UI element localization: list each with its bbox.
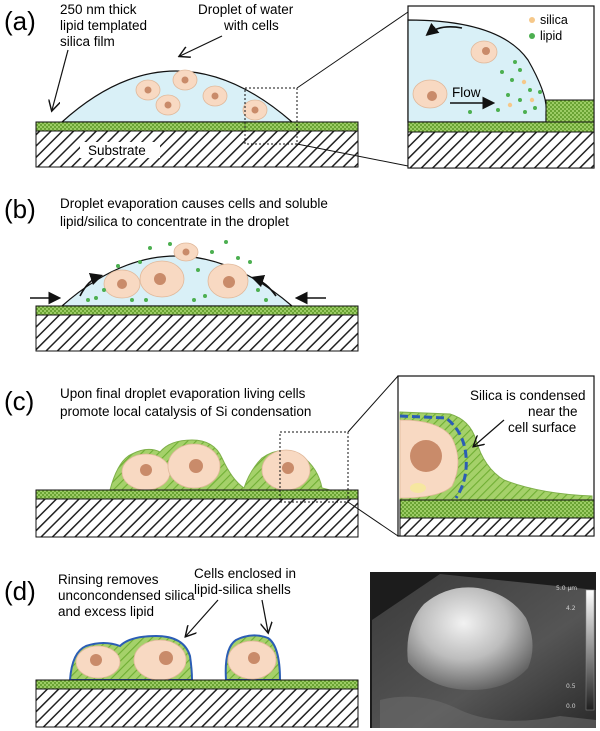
afm-image: 5.0 µm 4.2 0.5 0.0 bbox=[370, 572, 596, 728]
cell-nucleus bbox=[282, 462, 294, 474]
inset-substrate bbox=[399, 517, 595, 537]
afm-scale-3: 0.5 bbox=[566, 683, 576, 690]
afm-scale-2: 4.2 bbox=[566, 605, 576, 612]
zoom-line bbox=[296, 143, 409, 167]
panel-d: (d) Rinsing removes unconcondensed silic… bbox=[4, 566, 596, 728]
inset-c-label-line3: cell surface bbox=[508, 420, 576, 435]
panel-d-caption-line2: unconcondensed silica bbox=[58, 588, 195, 603]
cell-nucleus bbox=[223, 276, 235, 288]
cell-nucleus bbox=[159, 651, 173, 665]
legend-silica-swatch bbox=[529, 17, 535, 23]
shell-arrow-left bbox=[186, 599, 219, 636]
inset-substrate bbox=[407, 131, 595, 169]
cell-nucleus bbox=[182, 248, 190, 256]
zoom-line bbox=[347, 375, 399, 433]
film-label-line2: lipid templated bbox=[60, 18, 147, 33]
inset-c-label-line2: near the bbox=[528, 404, 578, 419]
shell-label-line1: Cells enclosed in bbox=[194, 566, 296, 581]
inset-c: Silica is condensed near the cell surfac… bbox=[397, 375, 595, 537]
panel-b-caption-line1: Droplet evaporation causes cells and sol… bbox=[60, 196, 328, 211]
droplet-label-line2: with cells bbox=[223, 18, 279, 33]
afm-scale-top: 5.0 µm bbox=[556, 585, 577, 592]
inset-a: Flow silica lipid bbox=[407, 5, 595, 169]
cell-nucleus bbox=[248, 652, 260, 664]
afm-height-scale bbox=[585, 589, 595, 711]
film-label-line1: 250 nm thick bbox=[60, 2, 137, 17]
panel-c: (c) Upon final droplet evaporation livin… bbox=[4, 375, 595, 538]
inset-cell-vesicle bbox=[410, 483, 426, 493]
panel-b-letter: (b) bbox=[4, 194, 36, 224]
inset-c-arrow bbox=[474, 419, 505, 446]
silica-film bbox=[35, 489, 359, 500]
cell-nucleus bbox=[211, 92, 219, 100]
cell-nucleus bbox=[154, 273, 166, 285]
silica-film bbox=[35, 121, 359, 132]
film-label-arrow bbox=[52, 49, 69, 110]
concentrate-arrow-right bbox=[250, 274, 277, 297]
inset-film bbox=[407, 121, 595, 133]
panel-d-caption-line3: and excess lipid bbox=[58, 604, 154, 619]
zoom-box-c bbox=[279, 431, 349, 503]
zoom-box-a bbox=[244, 87, 298, 145]
cells-group-b bbox=[103, 242, 249, 299]
legend-silica: silica bbox=[540, 13, 568, 27]
panel-a: (a) 250 nm thick lipid templated silica … bbox=[4, 2, 595, 169]
substrate bbox=[35, 498, 359, 538]
legend-lipid-swatch bbox=[529, 33, 535, 39]
cell-nucleus bbox=[427, 91, 437, 101]
cell-nucleus bbox=[144, 86, 152, 94]
substrate bbox=[35, 688, 359, 728]
panel-b: (b) Droplet evaporation causes cells and… bbox=[4, 194, 359, 352]
droplet-label-line1: Droplet of water bbox=[198, 2, 294, 17]
flow-label: Flow bbox=[452, 85, 481, 100]
shell-arrow-right bbox=[262, 599, 268, 632]
substrate-label-bg bbox=[80, 142, 160, 158]
silica-film bbox=[35, 305, 359, 316]
silica-dots bbox=[507, 79, 535, 108]
panel-d-caption-line1: Rinsing removes bbox=[58, 572, 159, 587]
film-label-line3: silica film bbox=[60, 34, 115, 49]
afm-ridge bbox=[380, 696, 596, 728]
concentrate-arrow-left bbox=[79, 272, 104, 297]
cell-nucleus bbox=[90, 654, 102, 666]
afm-scale-bottom: 0.0 bbox=[566, 703, 576, 710]
zoom-line bbox=[296, 11, 409, 89]
inset-c-label-line1: Silica is condensed bbox=[470, 388, 586, 403]
panel-c-caption-line1: Upon final droplet evaporation living ce… bbox=[60, 386, 306, 401]
inset-film-step bbox=[545, 99, 595, 123]
cell-nucleus bbox=[482, 47, 490, 55]
cell-nucleus bbox=[181, 76, 189, 84]
inset-cell-nucleus bbox=[410, 440, 442, 472]
condensed-silica-shell bbox=[399, 414, 468, 499]
droplet-label-arrow bbox=[180, 35, 223, 56]
inset-film bbox=[399, 499, 595, 519]
cell-nucleus bbox=[140, 464, 152, 476]
flow-arrow-curved bbox=[425, 22, 463, 37]
zoom-line bbox=[347, 501, 399, 537]
substrate-label: Substrate bbox=[88, 143, 146, 158]
cell-nucleus bbox=[164, 101, 172, 109]
substrate bbox=[35, 314, 359, 352]
lipid-dots bbox=[468, 60, 542, 114]
cell-nucleus bbox=[117, 279, 127, 289]
shell-label-line2: lipid-silica shells bbox=[194, 582, 291, 597]
afm-cell-mound bbox=[407, 587, 533, 690]
legend-lipid: lipid bbox=[540, 29, 562, 43]
lipid-dots bbox=[86, 240, 268, 302]
panel-c-caption-line2: promote local catalysis of Si condensati… bbox=[60, 404, 311, 419]
cell-nucleus bbox=[251, 106, 259, 114]
panel-a-letter: (a) bbox=[4, 6, 36, 36]
panel-d-letter: (d) bbox=[4, 576, 36, 606]
silica-film bbox=[35, 679, 359, 690]
panel-c-letter: (c) bbox=[4, 386, 34, 416]
panel-b-caption-line2: lipid/silica to concentrate in the dropl… bbox=[60, 214, 289, 229]
cell-nucleus bbox=[189, 459, 203, 473]
cells-group-a bbox=[135, 69, 268, 121]
